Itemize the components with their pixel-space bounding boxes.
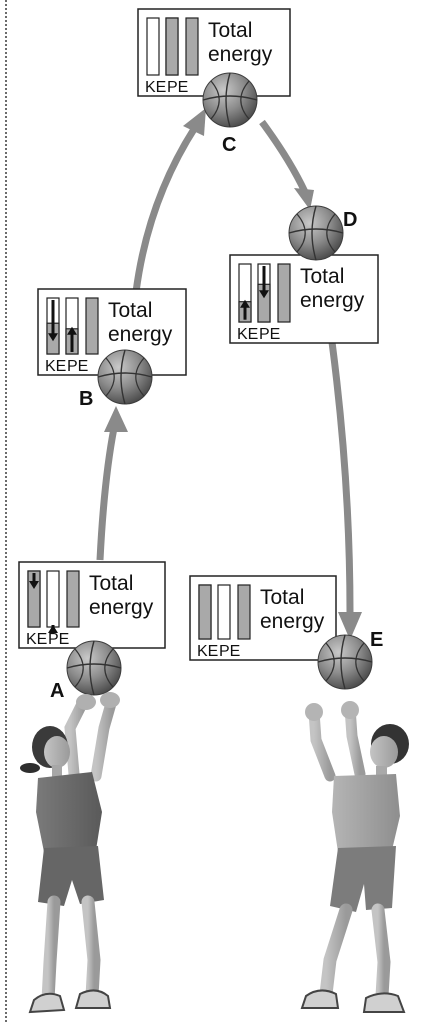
girl-player-illustration xyxy=(20,692,120,1014)
total-energy-label2-e: energy xyxy=(260,610,325,633)
ke-decrease-arrow-a xyxy=(29,573,39,589)
ke-label-d: KE xyxy=(237,326,258,343)
pe-label-e: PE xyxy=(219,643,240,660)
energy-box-frame-a xyxy=(18,561,166,649)
trajectory-d-to-e xyxy=(328,341,354,613)
ke-bar-fill-e xyxy=(198,584,212,640)
ke-bar-fill-a xyxy=(27,570,41,628)
total-energy-label2-d: energy xyxy=(300,289,365,312)
pe-increase-arrow-b xyxy=(67,326,77,352)
point-label-c: C xyxy=(222,134,236,156)
total-energy-bar-e xyxy=(237,584,251,640)
ke-label-a: KE xyxy=(26,631,47,648)
point-label-d: D xyxy=(343,209,357,231)
total-energy-label2-c: energy xyxy=(208,43,273,66)
pe-bar-fill-c xyxy=(165,17,179,76)
arrowhead-d xyxy=(294,188,314,210)
total-energy-bar-b xyxy=(85,297,99,355)
arrowhead-b xyxy=(104,406,128,432)
basketballs xyxy=(66,72,373,696)
point-label-b: B xyxy=(79,388,93,410)
ke-label-b: KE xyxy=(45,358,66,375)
total-energy-label-a: Total xyxy=(89,572,133,595)
pe-label-b: PE xyxy=(67,358,88,375)
boy-player-illustration xyxy=(300,701,409,1013)
total-energy-bar-d xyxy=(277,263,291,323)
ke-increase-arrow-d xyxy=(240,299,250,320)
total-energy-label-b: Total xyxy=(108,299,152,322)
total-energy-label-d: Total xyxy=(300,265,344,288)
arrowhead-c xyxy=(183,108,206,136)
ke-decrease-arrow-b xyxy=(48,300,58,342)
energy-box-frame-e xyxy=(189,575,337,661)
point-label-e: E xyxy=(370,629,383,651)
pe-bar-e xyxy=(217,584,231,640)
trajectory-arrows xyxy=(96,108,362,640)
pe-bar-a xyxy=(46,570,60,628)
ke-label-c: KE xyxy=(145,79,166,96)
pe-label-d: PE xyxy=(259,326,280,343)
basketball-a xyxy=(66,640,122,696)
total-energy-label-c: Total xyxy=(208,19,252,42)
basketball-d xyxy=(288,205,344,261)
pe-increase-arrow-a xyxy=(48,625,58,633)
energy-box-frame-d xyxy=(229,254,379,344)
ke-bar-c xyxy=(146,17,160,76)
pe-label-a: PE xyxy=(48,631,69,648)
trajectory-a-to-b xyxy=(96,427,118,561)
basketball-e xyxy=(317,634,373,690)
pe-label-c: PE xyxy=(167,79,188,96)
basketball-b xyxy=(97,349,153,405)
ke-label-e: KE xyxy=(197,643,218,660)
total-energy-label-e: Total xyxy=(260,586,304,609)
pe-decrease-arrow-d xyxy=(259,266,269,299)
arrowhead-e xyxy=(338,612,362,640)
total-energy-bar-c xyxy=(185,17,199,76)
point-label-a: A xyxy=(50,680,64,702)
trajectory-b-to-c xyxy=(132,124,199,293)
total-energy-label2-a: energy xyxy=(89,596,154,619)
total-energy-bar-a xyxy=(66,570,80,628)
trajectory-c-to-d xyxy=(259,119,309,194)
total-energy-label2-b: energy xyxy=(108,323,173,346)
dotted-margin-line xyxy=(5,0,7,1022)
basketball-c xyxy=(202,72,258,128)
